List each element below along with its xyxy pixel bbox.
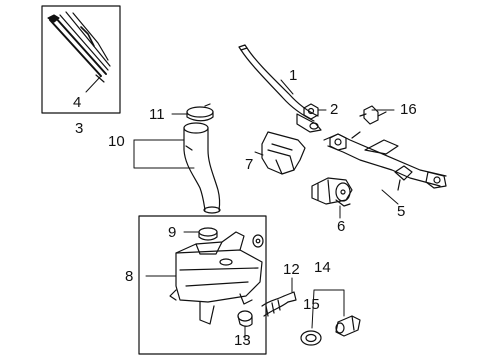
callout-9: 9 (168, 224, 177, 241)
wiper-blade-frame (41, 5, 121, 114)
filler-neck (183, 122, 221, 214)
leader-lines (85, 75, 399, 341)
wiper-arm-nut (303, 103, 319, 120)
wiper-blade (47, 11, 111, 83)
callout-5: 5 (397, 203, 406, 220)
linkage-clip (359, 105, 387, 125)
washer-tank-frame (138, 215, 267, 355)
callout-12: 12 (283, 261, 300, 278)
callout-10: 10 (108, 133, 125, 150)
callout-1: 1 (289, 67, 298, 84)
callout-8: 8 (125, 268, 134, 285)
callout-4: 4 (73, 94, 82, 111)
callout-11: 11 (149, 106, 165, 123)
callout-3: 3 (75, 120, 84, 137)
callout-2: 2 (330, 101, 339, 118)
hose-fitting (237, 310, 253, 327)
wiper-cover-bracket (261, 131, 306, 175)
washer-pump (335, 315, 361, 337)
washer-tank (169, 231, 263, 325)
level-sensor-plug (252, 234, 264, 248)
wiper-arm (238, 44, 322, 133)
pump-seal (300, 330, 322, 346)
callout-14: 14 (314, 259, 331, 276)
callout-13: 13 (234, 332, 251, 349)
callout-7: 7 (245, 156, 254, 173)
wiper-linkage (323, 131, 447, 191)
wiper-motor (311, 177, 353, 207)
filler-grommet (198, 227, 218, 241)
filler-cap (186, 103, 214, 122)
callout-16: 16 (400, 101, 417, 118)
callout-6: 6 (337, 218, 346, 235)
callout-15: 15 (303, 296, 320, 313)
washer-hose (261, 291, 297, 317)
